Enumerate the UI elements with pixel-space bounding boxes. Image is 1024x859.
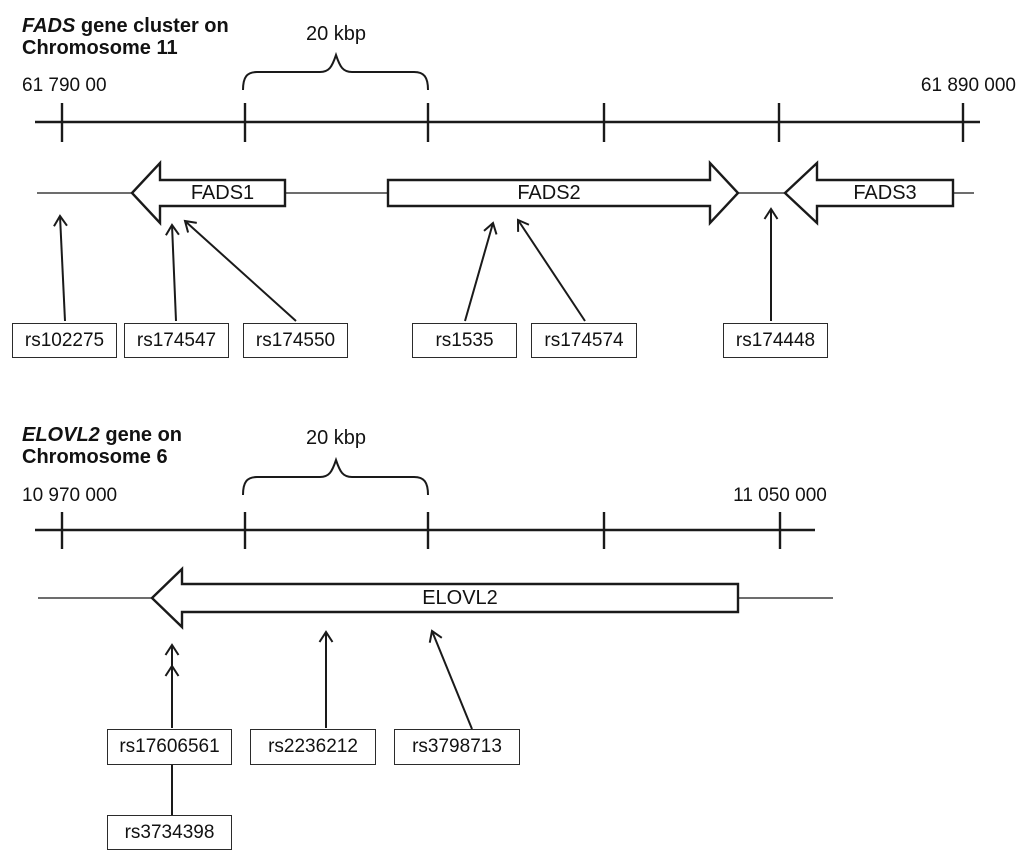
fads-title-line1: FADS gene cluster on: [22, 15, 229, 37]
snp-box-rs3734398: rs3734398: [107, 815, 232, 850]
fads-coord-start: 61 790 00: [22, 75, 107, 96]
fads-scale-label: 20 kbp: [305, 23, 367, 45]
snp-arrow-rs3798713: [428, 629, 473, 730]
fads-panel-title: FADS gene cluster on Chromosome 11: [22, 15, 229, 59]
fads-title-line2: Chromosome 11: [22, 37, 178, 59]
gene-arrow-fads2: [386, 159, 740, 227]
snp-arrow-rs174574: [516, 218, 586, 322]
snp-arrow-rs174547: [165, 223, 180, 322]
elovl2-title-line1: ELOVL2 gene on: [22, 424, 182, 446]
elovl2-scale-brace: [242, 456, 429, 496]
fads-scale-brace: [242, 51, 429, 91]
gene-arrow-fads3: [783, 160, 955, 226]
elovl2-gene-symbol: ELOVL2: [22, 424, 100, 446]
elovl2-coord-start: 10 970 000: [22, 485, 118, 506]
elovl2-scale-label: 20 kbp: [305, 427, 367, 449]
snp-arrow-rs174550: [183, 219, 297, 322]
snp-arrow-rs3734398-head: [164, 664, 180, 677]
snp-box-rs174550: rs174550: [243, 323, 348, 358]
gene-label-fads2: FADS2: [517, 182, 581, 204]
fads-ruler-ticks: [60, 103, 965, 142]
snp-box-rs17606561: rs17606561: [107, 729, 232, 765]
snp-box-rs174574: rs174574: [531, 323, 637, 358]
fads-coord-end: 61 890 000: [920, 75, 1016, 96]
elovl2-ruler-ticks: [60, 512, 782, 549]
elovl2-title-suffix: gene on: [99, 424, 183, 446]
snp-arrow-rs1535: [464, 221, 498, 322]
snp-box-rs3798713: rs3798713: [394, 729, 520, 765]
snp-box-rs174448: rs174448: [723, 323, 828, 358]
fads-title-suffix: gene cluster on: [75, 15, 229, 37]
gene-label-elovl2: ELOVL2: [422, 587, 498, 609]
elovl2-title-line2: Chromosome 6: [22, 446, 168, 468]
elovl2-coord-end: 11 050 000: [733, 485, 827, 506]
gene-label-fads3: FADS3: [853, 182, 917, 204]
snp-arrow-rs102275: [53, 214, 68, 322]
snp-box-rs102275: rs102275: [12, 323, 117, 358]
gene-label-fads1: FADS1: [190, 182, 255, 204]
elovl2-snp-arrows: [164, 629, 473, 815]
snp-box-rs174547: rs174547: [124, 323, 229, 358]
snp-box-rs2236212: rs2236212: [250, 729, 376, 765]
elovl2-panel-title: ELOVL2 gene on Chromosome 6: [22, 424, 182, 468]
snp-box-rs1535: rs1535: [412, 323, 517, 358]
gene-arrow-elovl2: [150, 566, 740, 630]
fads-gene-symbol: FADS: [22, 15, 76, 37]
gene-arrow-fads1: [130, 159, 287, 227]
fads-snp-arrows: [53, 207, 779, 322]
